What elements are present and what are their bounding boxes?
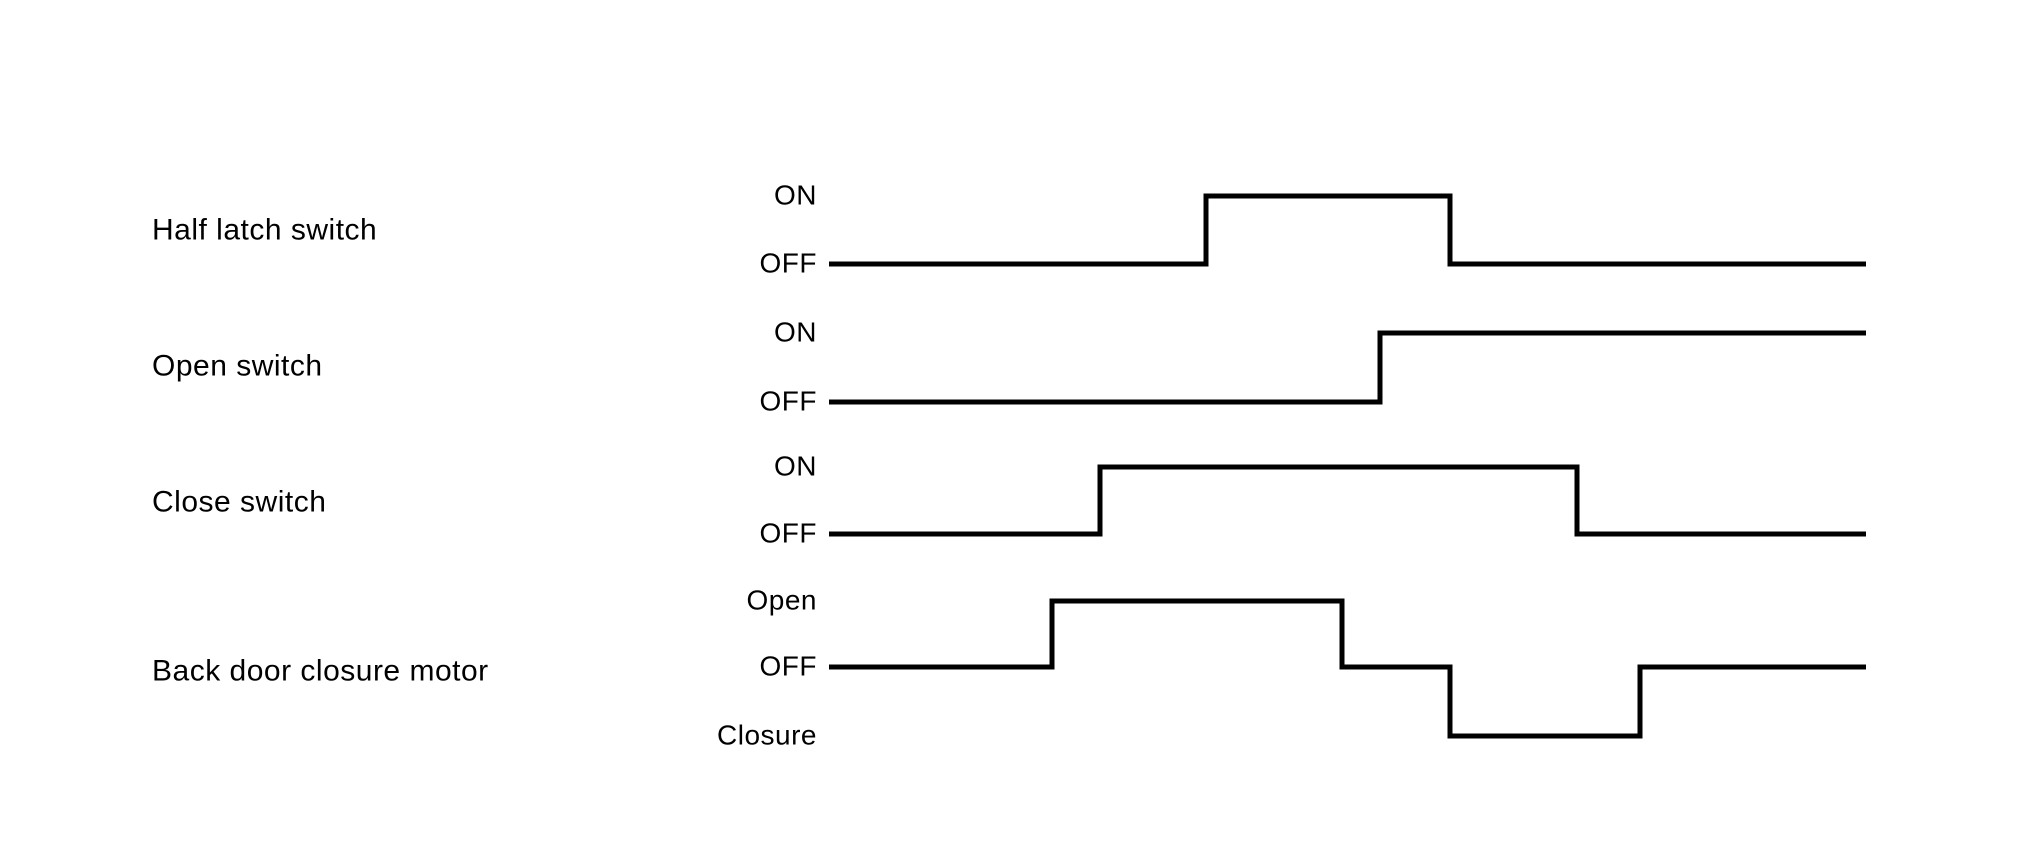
signal-name-label: Half latch switch	[152, 213, 378, 247]
waveform-path	[829, 598, 1866, 739]
level-label: OFF	[759, 650, 817, 682]
level-label: OFF	[759, 385, 817, 417]
waveform-path	[829, 330, 1866, 405]
level-label: Open	[746, 584, 817, 616]
level-label: ON	[774, 179, 817, 211]
level-label: ON	[774, 316, 817, 348]
signal-name-label: Close switch	[152, 485, 327, 519]
waveform-path	[829, 193, 1866, 267]
level-label: OFF	[759, 247, 817, 279]
waveform-path	[829, 464, 1866, 537]
level-label: OFF	[759, 517, 817, 549]
level-label: ON	[774, 450, 817, 482]
signal-name-label: Open switch	[152, 349, 323, 383]
signal-name-label: Back door closure motor	[152, 654, 489, 688]
level-label: Closure	[717, 719, 817, 751]
